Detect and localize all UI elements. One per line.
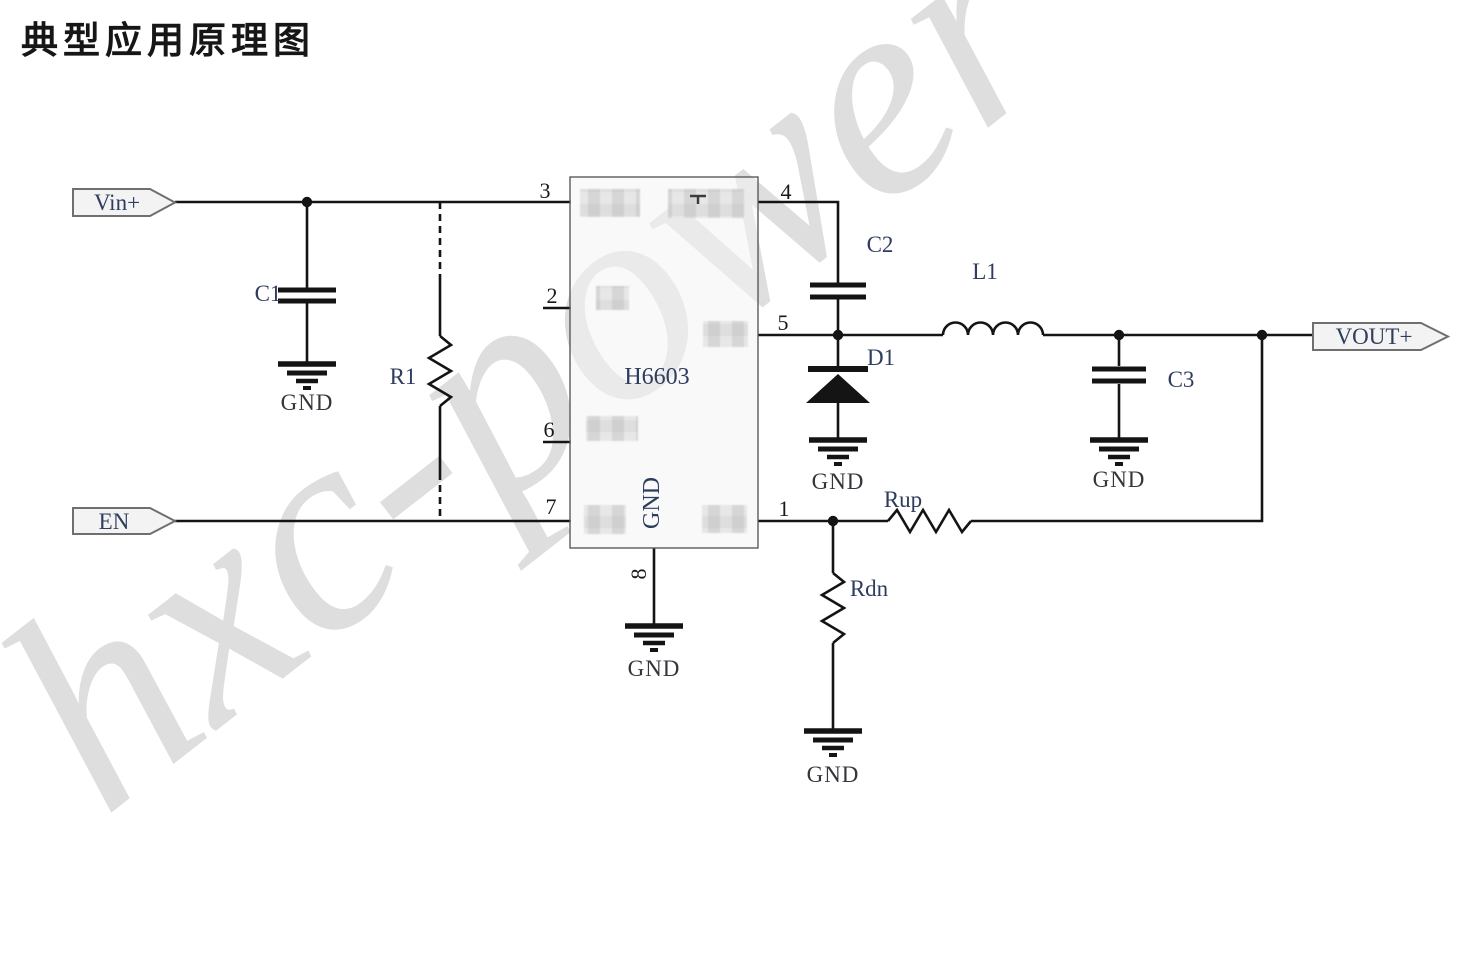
connector-vin-shape — [72, 188, 178, 217]
diode-d1-triangle — [806, 374, 870, 403]
junction-pin5-node — [832, 329, 844, 341]
ic-gnd-pin-label: GND — [639, 477, 665, 529]
label-c2: C2 — [867, 232, 894, 257]
pin-number-1: 1 — [779, 496, 790, 521]
redaction-artifact-mark — [690, 194, 706, 204]
ground-labels: GND GND GND GND GND — [281, 390, 1146, 787]
pin-numbers: 3 2 6 7 4 5 1 8 — [540, 178, 792, 580]
redacted-pin3-name — [580, 189, 640, 217]
label-r1: R1 — [390, 364, 417, 389]
ic-redacted-pin-names — [580, 189, 748, 534]
ground-label-pin8: GND — [628, 656, 681, 681]
connector-en: EN — [72, 507, 178, 535]
connector-en-shape — [72, 507, 178, 535]
page-title: 典型应用原理图 — [21, 18, 315, 62]
label-c1: C1 — [255, 281, 282, 306]
ground-symbol-pin8 — [625, 626, 683, 650]
pin-number-5: 5 — [778, 310, 789, 335]
capacitor-c3 — [1092, 366, 1146, 384]
redacted-pin1-name — [702, 505, 747, 533]
resistor-rdn — [819, 571, 847, 645]
connector-vin: Vin+ — [72, 188, 178, 217]
junction-fb-node — [827, 515, 839, 527]
ground-symbol-c1 — [278, 364, 336, 388]
ground-symbol-c3 — [1090, 440, 1148, 464]
label-rdn: Rdn — [850, 576, 889, 601]
redacted-pin5-name — [703, 321, 748, 347]
wires — [175, 200, 1313, 729]
redacted-pin6-name — [586, 416, 638, 441]
capacitor-c2 — [810, 282, 866, 300]
ground-label-c1: GND — [281, 390, 334, 415]
pin-number-8: 8 — [626, 569, 651, 580]
component-labels: C1 R1 C2 D1 L1 C3 Rup Rdn — [255, 232, 1195, 601]
ic-body — [569, 176, 759, 549]
label-d1: D1 — [867, 345, 895, 370]
connector-en-label: EN — [99, 509, 130, 534]
junction-c3-node — [1113, 329, 1125, 341]
pin-number-2: 2 — [547, 283, 558, 308]
capacitor-c1 — [278, 287, 336, 304]
redacted-pin2-name — [596, 286, 629, 310]
resistor-rup — [886, 507, 973, 535]
junction-dots — [301, 196, 1268, 527]
pin-number-4: 4 — [781, 179, 792, 204]
ground-label-d1: GND — [812, 469, 865, 494]
ic-part-number: H6603 — [624, 364, 689, 390]
ground-label-rdn: GND — [807, 762, 860, 787]
wire-feedback — [971, 335, 1264, 523]
connector-vout: VOUT+ — [1312, 322, 1451, 351]
wire-pin4-to-c2 — [758, 200, 840, 285]
pin-number-3: 3 — [540, 178, 551, 203]
connector-vin-label: Vin+ — [94, 190, 140, 215]
label-l1: L1 — [972, 259, 998, 284]
connector-vout-label: VOUT+ — [1336, 324, 1413, 349]
resistor-r1 — [426, 334, 454, 408]
diode-d1 — [806, 366, 870, 403]
label-c3: C3 — [1168, 367, 1195, 392]
label-rup: Rup — [884, 487, 922, 512]
pin-number-6: 6 — [544, 417, 555, 442]
ground-symbol-rdn — [804, 731, 862, 755]
inductor-l1 — [941, 321, 1045, 336]
ground-symbol-d1 — [809, 440, 867, 464]
junction-vout-node — [1256, 329, 1268, 341]
circuit-schematic: H6603 GND 3 2 6 7 4 5 1 8 Vin+ EN VOUT+ … — [72, 176, 1451, 787]
junction-vin-c1 — [301, 196, 313, 208]
redacted-pin7-name — [584, 505, 626, 534]
connector-vout-shape — [1312, 322, 1451, 351]
pin-number-7: 7 — [546, 494, 557, 519]
ground-label-c3: GND — [1093, 467, 1146, 492]
redacted-pin4-name — [668, 189, 744, 218]
